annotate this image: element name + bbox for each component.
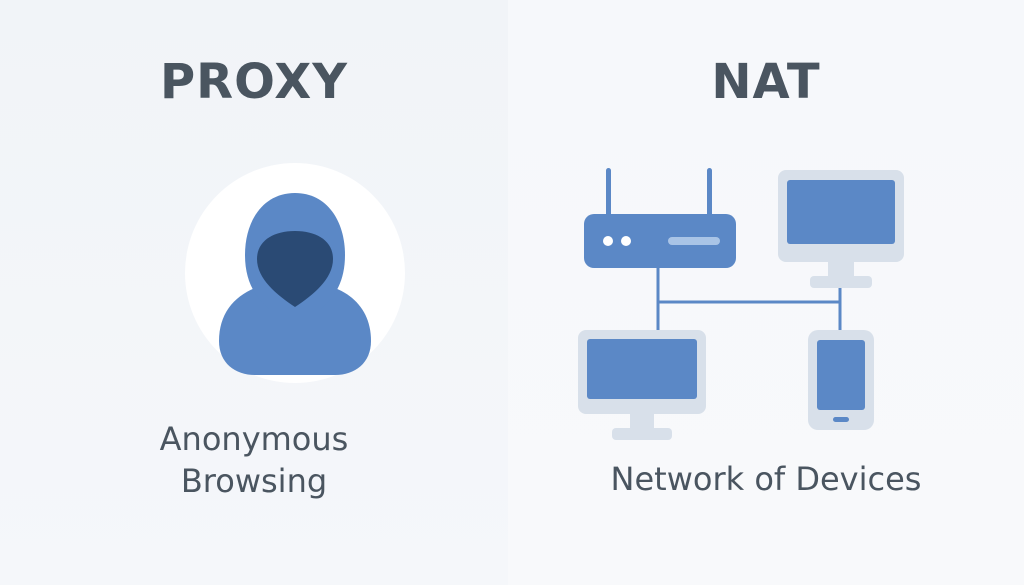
router-body (584, 214, 736, 268)
desktop-monitor-icon-top (778, 170, 904, 288)
proxy-title: PROXY (160, 54, 348, 110)
monitor-neck (828, 262, 854, 276)
proxy-caption-line1: Anonymous (159, 420, 349, 458)
hooded-anonymous-user-icon (219, 193, 371, 375)
hood-body-shape (219, 281, 371, 375)
monitor-base (612, 428, 672, 440)
monitor-screen (787, 180, 895, 244)
phone-home-button (833, 417, 849, 422)
network-diagram (578, 168, 904, 440)
face-shadow-shape (257, 231, 333, 307)
mobile-phone-icon (808, 330, 874, 430)
nat-panel: NAT (508, 0, 1024, 585)
desktop-monitor-icon-bottom (578, 330, 706, 440)
router-antenna-left (606, 168, 611, 218)
router-led-2 (621, 236, 631, 246)
phone-screen (817, 340, 865, 410)
connection-lines (656, 268, 842, 332)
nat-caption: Network of Devices (610, 460, 922, 498)
monitor-screen (587, 339, 697, 399)
proxy-caption-line2: Browsing (180, 462, 328, 500)
router-icon (584, 168, 736, 268)
monitor-base (810, 276, 872, 288)
proxy-panel: PROXY Anonymous Browsing (0, 0, 508, 585)
router-led-1 (603, 236, 613, 246)
router-antenna-right (707, 168, 712, 218)
proxy-caption: Anonymous Browsing (0, 418, 508, 502)
router-status-bar (668, 237, 720, 245)
monitor-neck (630, 414, 654, 428)
nat-title: NAT (711, 54, 821, 110)
